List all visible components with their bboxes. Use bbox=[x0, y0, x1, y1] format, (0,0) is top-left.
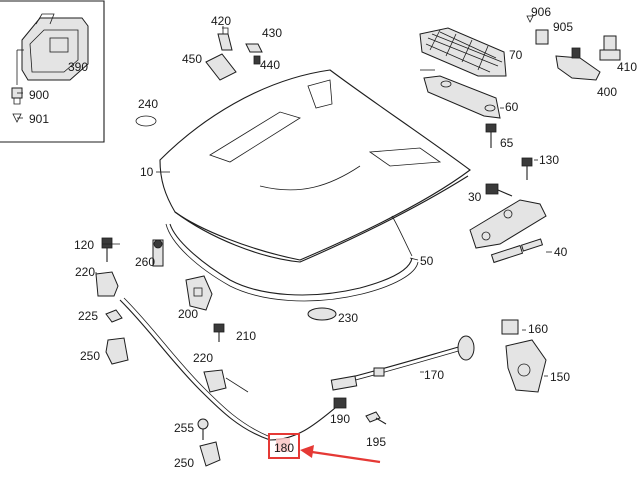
highlight-180[interactable]: 180 bbox=[268, 433, 381, 464]
screw-195[interactable] bbox=[365, 411, 387, 425]
label-130[interactable]: 130 bbox=[539, 153, 559, 167]
seal-240[interactable] bbox=[135, 115, 157, 127]
label-230[interactable]: 230 bbox=[338, 311, 358, 325]
control-unit-390[interactable] bbox=[21, 13, 89, 81]
label-420[interactable]: 420 bbox=[211, 14, 231, 28]
label-240[interactable]: 240 bbox=[138, 97, 158, 111]
screw-906[interactable] bbox=[526, 15, 534, 23]
highlight-arrow-head-icon bbox=[300, 445, 314, 458]
label-901[interactable]: 901 bbox=[29, 112, 49, 126]
label-250b[interactable]: 250 bbox=[174, 456, 194, 470]
label-70[interactable]: 70 bbox=[509, 48, 523, 62]
bracket-60[interactable] bbox=[423, 75, 501, 119]
latch-260[interactable] bbox=[152, 239, 164, 267]
highlight-tint bbox=[276, 438, 290, 452]
label-225[interactable]: 225 bbox=[78, 309, 98, 323]
lever-220b[interactable] bbox=[203, 369, 249, 393]
bracket-200[interactable] bbox=[185, 275, 213, 311]
hinge-30[interactable] bbox=[469, 199, 547, 249]
label-200[interactable]: 200 bbox=[178, 307, 198, 321]
bolt-210[interactable] bbox=[213, 323, 225, 342]
buffer-230[interactable] bbox=[307, 307, 337, 321]
bulb-900[interactable] bbox=[11, 87, 23, 105]
pin-440[interactable] bbox=[253, 55, 261, 65]
label-255[interactable]: 255 bbox=[174, 421, 194, 435]
label-170[interactable]: 170 bbox=[424, 368, 444, 382]
grille-70[interactable] bbox=[419, 27, 507, 77]
label-906[interactable]: 906 bbox=[531, 5, 551, 19]
leader-lines bbox=[17, 69, 552, 377]
clip-190[interactable] bbox=[333, 397, 347, 409]
label-390[interactable]: 390 bbox=[68, 60, 88, 74]
clip-905[interactable] bbox=[535, 29, 549, 45]
label-900[interactable]: 900 bbox=[29, 88, 49, 102]
catch-420[interactable] bbox=[217, 27, 233, 51]
label-65[interactable]: 65 bbox=[500, 136, 514, 150]
hood-10[interactable] bbox=[159, 69, 471, 263]
part-160[interactable] bbox=[501, 319, 519, 335]
strut-40[interactable] bbox=[490, 238, 544, 264]
clip-430[interactable] bbox=[245, 43, 263, 53]
bolt-120[interactable] bbox=[101, 237, 113, 262]
bolt-30a[interactable] bbox=[485, 183, 513, 197]
part-labels: 390 900 901 420 430 450 440 906 905 70 4… bbox=[29, 5, 637, 470]
label-400[interactable]: 400 bbox=[597, 85, 617, 99]
label-210[interactable]: 210 bbox=[236, 329, 256, 343]
label-220b[interactable]: 220 bbox=[193, 351, 213, 365]
label-190[interactable]: 190 bbox=[330, 412, 350, 426]
pin-410[interactable] bbox=[599, 35, 621, 61]
bolt-65[interactable] bbox=[485, 123, 497, 148]
label-220a[interactable]: 220 bbox=[75, 265, 95, 279]
label-180[interactable]: 180 bbox=[274, 441, 294, 455]
lock-150[interactable] bbox=[505, 339, 547, 393]
highlight-arrow-shaft bbox=[311, 450, 381, 464]
label-250a[interactable]: 250 bbox=[80, 349, 100, 363]
lever-250a[interactable] bbox=[105, 337, 129, 365]
label-10[interactable]: 10 bbox=[140, 165, 154, 179]
lever-250b[interactable] bbox=[199, 441, 221, 467]
actuator-400[interactable] bbox=[555, 47, 601, 81]
guide-225[interactable] bbox=[105, 309, 123, 323]
highlight-box bbox=[268, 433, 300, 459]
label-40[interactable]: 40 bbox=[554, 245, 568, 259]
label-260[interactable]: 260 bbox=[135, 255, 155, 269]
screw-255[interactable] bbox=[197, 418, 209, 440]
label-440[interactable]: 440 bbox=[260, 58, 280, 72]
cable-180[interactable] bbox=[119, 297, 341, 441]
label-410[interactable]: 410 bbox=[617, 60, 637, 74]
label-905[interactable]: 905 bbox=[553, 20, 573, 34]
label-450[interactable]: 450 bbox=[182, 52, 202, 66]
label-120[interactable]: 120 bbox=[74, 238, 94, 252]
label-195[interactable]: 195 bbox=[366, 435, 386, 449]
label-150[interactable]: 150 bbox=[550, 370, 570, 384]
seal-50[interactable] bbox=[165, 215, 419, 302]
pad-450[interactable] bbox=[205, 53, 237, 81]
cable-170[interactable] bbox=[330, 335, 475, 391]
inset-panel bbox=[0, 0, 105, 143]
label-160[interactable]: 160 bbox=[528, 322, 548, 336]
bolt-130[interactable] bbox=[521, 157, 533, 180]
hinge-220[interactable] bbox=[95, 271, 119, 297]
label-60[interactable]: 60 bbox=[505, 100, 519, 114]
label-430[interactable]: 430 bbox=[262, 26, 282, 40]
label-30[interactable]: 30 bbox=[468, 190, 482, 204]
label-50[interactable]: 50 bbox=[420, 254, 434, 268]
